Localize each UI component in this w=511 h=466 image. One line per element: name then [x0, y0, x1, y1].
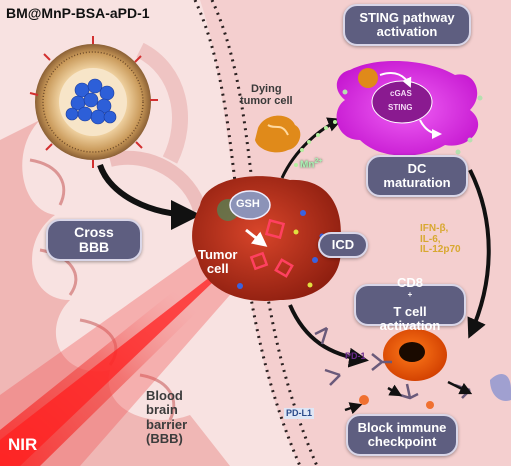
np-to-tumor-arrow: [97, 163, 201, 230]
dying-tumor-cell-icon: [255, 115, 301, 153]
nir-label: NIR: [8, 435, 38, 454]
laser-beam-icon: [0, 225, 265, 466]
pd1-label: PD-1: [345, 351, 366, 361]
dc-cell-icon: [336, 60, 483, 156]
sting-label: STING: [388, 103, 413, 112]
construct-title: BM@MnP-BSA-aPD-1: [6, 5, 150, 21]
icd-label: ICD: [318, 232, 368, 258]
mn-ion-label: Mn2+: [300, 158, 323, 171]
pdl1-arrow: [344, 402, 363, 415]
t-cell-icon: [383, 329, 447, 381]
pd1-arrow: [387, 384, 403, 397]
cgas-label: cGAS: [390, 89, 412, 98]
extra-cell: [490, 374, 511, 401]
mn-ions: [294, 120, 337, 167]
bbb-boundary: [193, 0, 319, 466]
tcell-right-arrow: [447, 380, 473, 395]
gsh-label: GSH: [236, 198, 260, 210]
cytokines-label: IFN-β,IL-6,IL-12p70: [420, 223, 461, 255]
pdl1-label: PD-L1: [284, 408, 315, 420]
tumor-to-tcell-arrow: [288, 304, 369, 368]
dc-to-tcell-arrow: [467, 169, 491, 339]
cd8-activation-label: CD8+ T cell activation: [354, 275, 466, 333]
gsh-bubble: [229, 190, 271, 220]
nanoparticle-icon: [29, 36, 158, 168]
